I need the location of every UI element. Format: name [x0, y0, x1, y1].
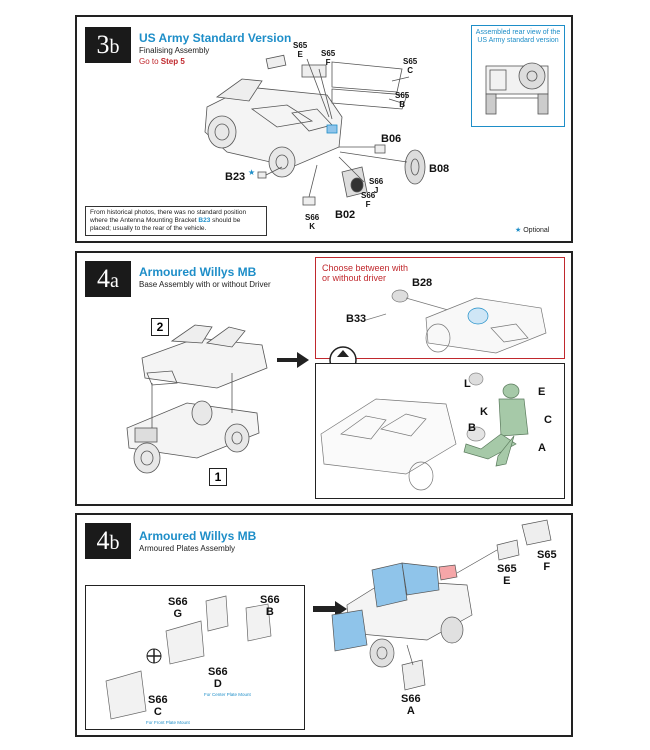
plates-panel: S66 G S66 B S66 D For Center Plate Mount…: [85, 585, 305, 730]
step-subtitle: Base Assembly with or without Driver: [139, 280, 271, 289]
step-number: 4: [96, 526, 110, 555]
armoured-jeep-drawing: [331, 519, 552, 691]
step-badge: 4a: [85, 261, 131, 297]
star-icon: ★: [515, 227, 524, 234]
part-b33: B33: [346, 313, 367, 325]
step-letter: a: [110, 270, 119, 292]
step-3b-panel: 3b US Army Standard Version Finalising A…: [75, 15, 573, 243]
with-driver-panel: L E K C B A: [315, 363, 565, 499]
base-assembly-drawing: [126, 324, 309, 474]
step-title: Armoured Willys MB: [139, 265, 257, 279]
step-number-box-1: 1: [209, 468, 227, 486]
part-l: L: [464, 378, 471, 390]
part-s65e: S65 E: [293, 41, 308, 59]
optional-legend: ★ Optional: [515, 226, 549, 234]
step-subtitle: Finalising Assembly: [139, 46, 210, 55]
part-b02: B02: [335, 209, 356, 221]
part-b06: B06: [381, 133, 402, 145]
plates-drawing: [105, 595, 272, 720]
part-s66d: S66 D: [208, 666, 228, 690]
assembly-arrow-icon: [313, 601, 347, 617]
front-mount-caption: For Front Plate Mount: [146, 720, 190, 725]
step-letter: b: [109, 532, 120, 554]
part-s66f: S66 F: [361, 191, 376, 209]
part-b08: B08: [429, 163, 450, 175]
choose-caption: Choose between with or without driver: [322, 263, 409, 283]
without-driver-panel: Choose between with or without driver B2…: [315, 257, 565, 359]
goto-prefix: Go to: [139, 57, 161, 66]
part-b28: B28: [412, 277, 433, 289]
rear-view-drawing: [485, 62, 549, 115]
step-badge: 3b: [85, 27, 131, 63]
step-letter: b: [109, 36, 120, 58]
step-subtitle: Armoured Plates Assembly: [139, 544, 236, 553]
part-s66j: S66 J: [369, 177, 384, 195]
step-title: Armoured Willys MB: [139, 529, 257, 543]
without-driver-drawing: [365, 289, 547, 354]
part-b23: B23: [225, 171, 246, 183]
center-mount-caption: For Center Plate Mount: [204, 692, 251, 697]
part-s65c: S65 C: [403, 57, 418, 75]
note-tail: should be placed; usually to the rear of…: [90, 217, 241, 232]
part-a: A: [538, 442, 546, 454]
step-4a-panel: 4a Armoured Willys MB Base Assembly with…: [75, 251, 573, 506]
part-b: B: [468, 422, 476, 434]
note-text: From historical photos, there was no sta…: [90, 209, 247, 224]
inset-caption: Assembled rear view of the US Army stand…: [475, 29, 561, 44]
part-s66b: S66 B: [260, 594, 280, 618]
part-s65b: S65 B: [395, 91, 410, 109]
part-s66k: S66 K: [305, 213, 320, 231]
optional-label: Optional: [523, 227, 550, 234]
part-k: K: [480, 406, 488, 418]
part-e: E: [538, 386, 546, 398]
part-s66g: S66 G: [168, 596, 188, 620]
part-s66a: S66 A: [401, 693, 421, 717]
part-s65f: S65 F: [321, 49, 336, 67]
jeep-exploded-drawing: [204, 54, 426, 206]
goto-step: Step 5: [160, 57, 185, 66]
part-s66c: S66 C: [148, 694, 168, 718]
step-4b-panel: 4b Armoured Willys MB Armoured Plates As…: [75, 513, 573, 737]
rear-view-inset: Assembled rear view of the US Army stand…: [471, 25, 565, 127]
part-s65e: S65 E: [497, 563, 517, 587]
part-c: C: [544, 414, 552, 426]
note-highlight: B23: [198, 217, 211, 224]
historical-note: From historical photos, there was no sta…: [85, 206, 267, 236]
part-s65f: S65 F: [537, 549, 557, 573]
step-title: US Army Standard Version: [139, 31, 292, 45]
step-number: 4: [97, 264, 111, 293]
step-badge: 4b: [85, 523, 131, 559]
goto-note: Go to Step 5: [139, 57, 185, 66]
step-number: 3: [96, 30, 110, 59]
with-driver-drawing: [320, 372, 529, 491]
optional-star-icon: ★: [248, 168, 256, 177]
step-number-box-2: 2: [151, 318, 169, 336]
